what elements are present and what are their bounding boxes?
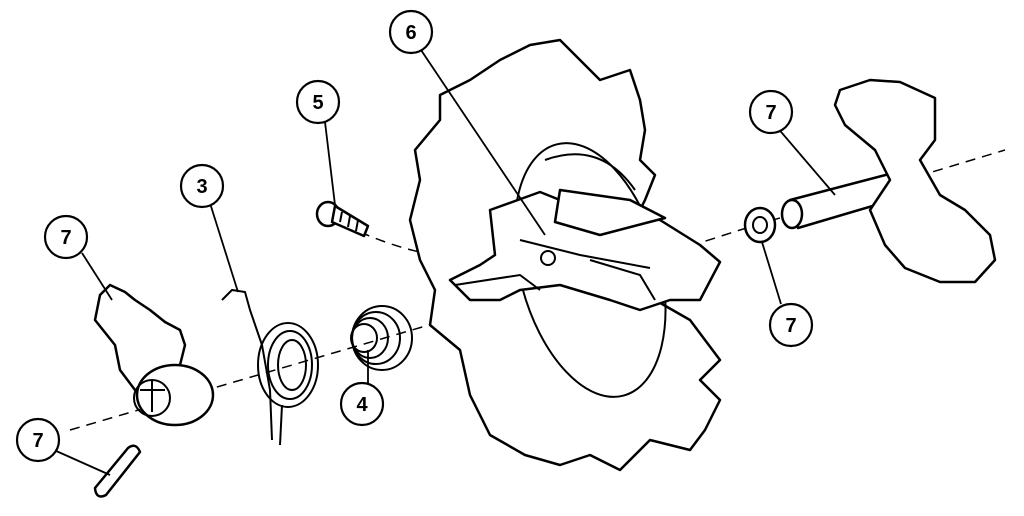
screw xyxy=(315,200,370,238)
coil-spring xyxy=(350,305,413,371)
callout-7-washer: 7 xyxy=(768,302,814,348)
callout-6: 6 xyxy=(388,9,434,55)
callout-4-label: 4 xyxy=(356,394,368,416)
hinge-bracket xyxy=(93,283,215,427)
callout-3-label: 3 xyxy=(196,176,207,198)
callout-7-washer-label: 7 xyxy=(785,315,796,337)
torsion-spring xyxy=(221,288,319,446)
callout-7-rod: 7 xyxy=(748,89,794,135)
callout-5-label: 5 xyxy=(312,92,323,114)
hinge-pin xyxy=(93,444,142,498)
leader-lines xyxy=(53,49,836,476)
callout-5: 5 xyxy=(295,79,341,125)
washer xyxy=(743,206,777,244)
latch-housing xyxy=(448,188,722,312)
callout-3: 3 xyxy=(179,163,225,209)
callout-7-pin: 7 xyxy=(15,417,61,463)
callout-7-hinge-label: 7 xyxy=(60,227,71,249)
key-lever xyxy=(833,78,997,284)
callout-6-label: 6 xyxy=(405,22,416,44)
callout-4: 4 xyxy=(339,381,385,427)
callout-7-hinge: 7 xyxy=(43,214,89,260)
callout-7-pin-label: 7 xyxy=(32,430,43,452)
callout-7-rod-label: 7 xyxy=(765,102,776,124)
